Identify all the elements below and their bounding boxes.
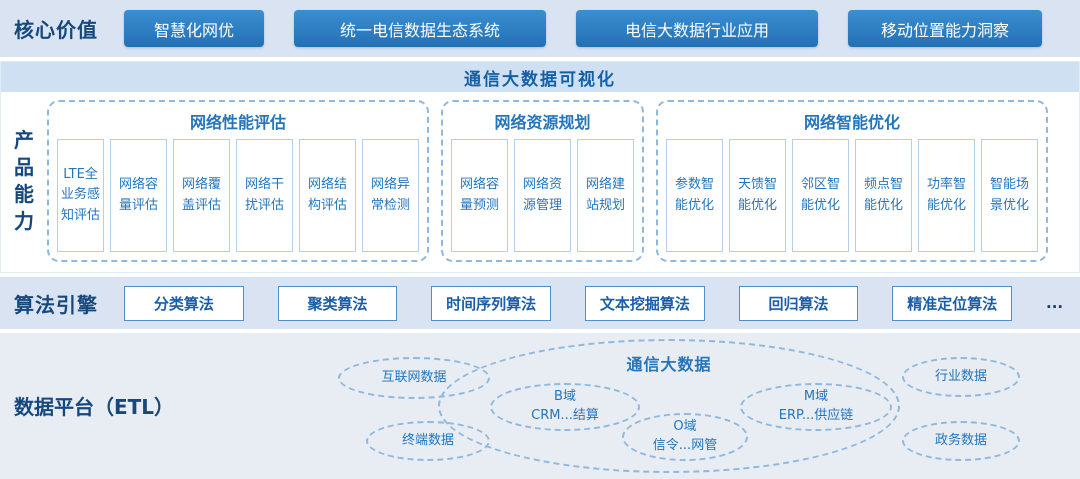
capability-box: 参数智能优化 [666,139,723,252]
capability-box: 网络结构评估 [299,139,356,252]
telecom-big-data-title: 通信大数据 [626,355,712,374]
group-boxes: 网络容量预测 网络资源管理 网络建站规划 [451,139,634,252]
data-platform-label: 数据平台（ETL） [14,395,175,419]
core-value-items: 智慧化网优 统一电信数据生态系统 电信大数据行业应用 移动位置能力洞察 [124,10,1066,47]
data-platform-section: 数据平台（ETL） 互联网数据 终端数据 通信大数据 B域 CRM...结算 O… [0,333,1080,479]
product-capability-section: 通信大数据可视化 产品能力 网络性能评估 LTE全业务感知评估 网络容量评估 网… [0,61,1080,273]
capability-box: 功率智能优化 [918,139,975,252]
core-value-item-location-insight: 移动位置能力洞察 [848,10,1042,47]
core-value-label: 核心价值 [14,18,98,42]
capability-box: 网络资源管理 [514,139,571,252]
algorithm-more-ellipsis: ... [1046,294,1064,312]
data-ellipse-o-domain: O域 信令...网管 [622,413,748,461]
capability-box: 智能场景优化 [981,139,1038,252]
algorithm-list: 分类算法 聚类算法 时间序列算法 文本挖掘算法 回归算法 精准定位算法 ... [124,285,1066,321]
visualization-banner: 通信大数据可视化 [1,62,1079,92]
core-value-item-data-ecosystem: 统一电信数据生态系统 [294,10,546,47]
capability-box: LTE全业务感知评估 [57,139,104,252]
algorithm-box-clustering: 聚类算法 [277,285,398,321]
capability-box: 网络干扰评估 [236,139,293,252]
capability-box: 网络容量预测 [451,139,508,252]
core-value-item-smart-network: 智慧化网优 [124,10,264,47]
data-ellipse-telecom-big-data: 通信大数据 [438,339,900,473]
capability-box: 网络建站规划 [577,139,634,252]
product-capability-label: 产品能力 [14,128,34,233]
algorithm-box-time-series: 时间序列算法 [431,285,552,321]
product-body: 产品能力 网络性能评估 LTE全业务感知评估 网络容量评估 网络覆盖评估 网络干… [1,92,1079,272]
data-ellipse-b-domain: B域 CRM...结算 [490,383,640,431]
algorithm-box-text-mining: 文本挖掘算法 [585,285,705,321]
capability-box: 网络异常检测 [362,139,419,252]
algorithm-box-positioning: 精准定位算法 [892,285,1013,321]
capability-box: 网络容量评估 [110,139,167,252]
algorithm-box-regression: 回归算法 [738,285,859,321]
capability-box: 邻区智能优化 [792,139,849,252]
algorithm-engine-label: 算法引擎 [14,292,98,317]
data-ellipse-industry: 行业数据 [902,357,1020,397]
core-value-item-industry-app: 电信大数据行业应用 [576,10,818,47]
data-ellipse-government: 政务数据 [902,421,1020,461]
group-boxes: 参数智能优化 天馈智能优化 邻区智能优化 频点智能优化 功率智能优化 智能场景优… [666,139,1038,252]
capability-box: 网络覆盖评估 [173,139,230,252]
data-ellipse-m-domain: M域 ERP...供应链 [740,383,892,431]
capability-box: 频点智能优化 [855,139,912,252]
capability-box: 天馈智能优化 [729,139,786,252]
group-network-performance: 网络性能评估 LTE全业务感知评估 网络容量评估 网络覆盖评估 网络干扰评估 网… [47,100,429,262]
group-resource-planning: 网络资源规划 网络容量预测 网络资源管理 网络建站规划 [441,100,644,262]
group-title: 网络智能优化 [803,113,900,132]
group-intelligent-optimization: 网络智能优化 参数智能优化 天馈智能优化 邻区智能优化 频点智能优化 功率智能优… [656,100,1048,262]
algorithm-engine-section: 算法引擎 分类算法 聚类算法 时间序列算法 文本挖掘算法 回归算法 精准定位算法… [0,277,1080,329]
core-value-section: 核心价值 智慧化网优 统一电信数据生态系统 电信大数据行业应用 移动位置能力洞察 [0,0,1080,57]
group-title: 网络资源规划 [494,113,591,132]
group-boxes: LTE全业务感知评估 网络容量评估 网络覆盖评估 网络干扰评估 网络结构评估 网… [57,139,419,252]
algorithm-box-classification: 分类算法 [124,285,244,321]
group-title: 网络性能评估 [189,113,286,132]
